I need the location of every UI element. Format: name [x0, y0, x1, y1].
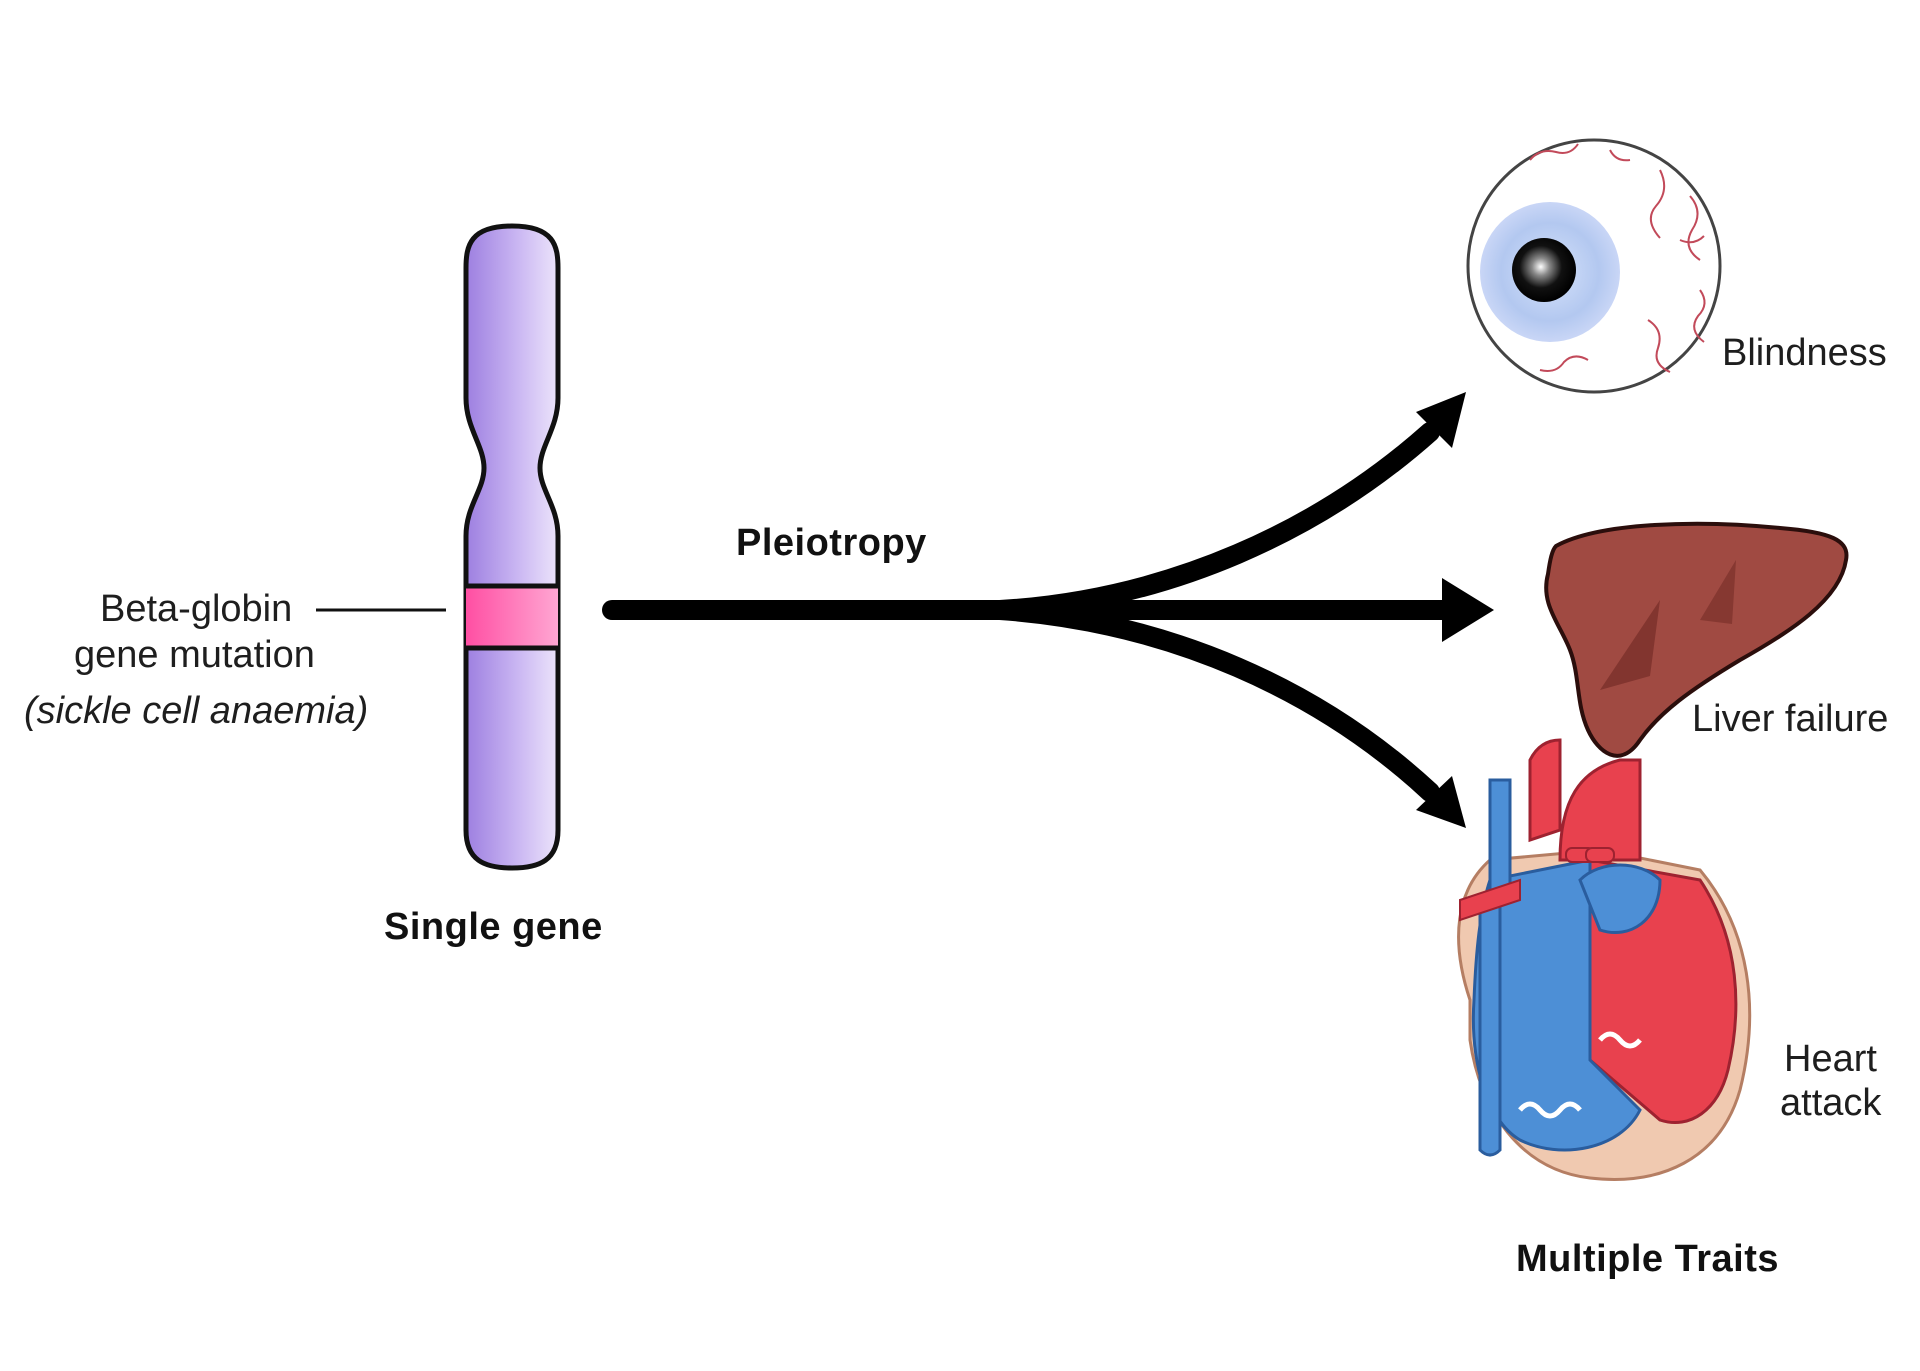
heart-icon: [1457, 738, 1752, 1181]
trait-label-blindness: Blindness: [1722, 332, 1887, 374]
beta-globin-band: [466, 586, 558, 648]
trait-label-heart-line2: attack: [1780, 1082, 1882, 1124]
arrow-label: Pleiotropy: [736, 522, 927, 564]
chromosome-caption: Single gene: [384, 906, 603, 948]
arrowhead-heart: [1416, 776, 1466, 828]
arrowheads: [1416, 392, 1494, 828]
traits-caption: Multiple Traits: [1516, 1238, 1779, 1280]
trait-label-heart-line1: Heart: [1784, 1038, 1877, 1080]
arrow-to-eye: [990, 422, 1440, 620]
arrowhead-eye: [1416, 392, 1466, 448]
arrowhead-liver: [1442, 578, 1494, 642]
liver-icon: [1544, 521, 1849, 758]
trait-label-liver-failure: Liver failure: [1692, 698, 1889, 740]
gene-label-line2: gene mutation: [74, 634, 315, 676]
gene-label-line1: Beta-globin: [100, 588, 293, 630]
gene-label-line3: (sickle cell anaemia): [24, 690, 369, 732]
arrow-to-heart: [990, 600, 1440, 802]
chromosome: [316, 223, 561, 871]
pleiotropy-arrows: [602, 422, 1460, 802]
eye-icon: [1466, 138, 1722, 394]
